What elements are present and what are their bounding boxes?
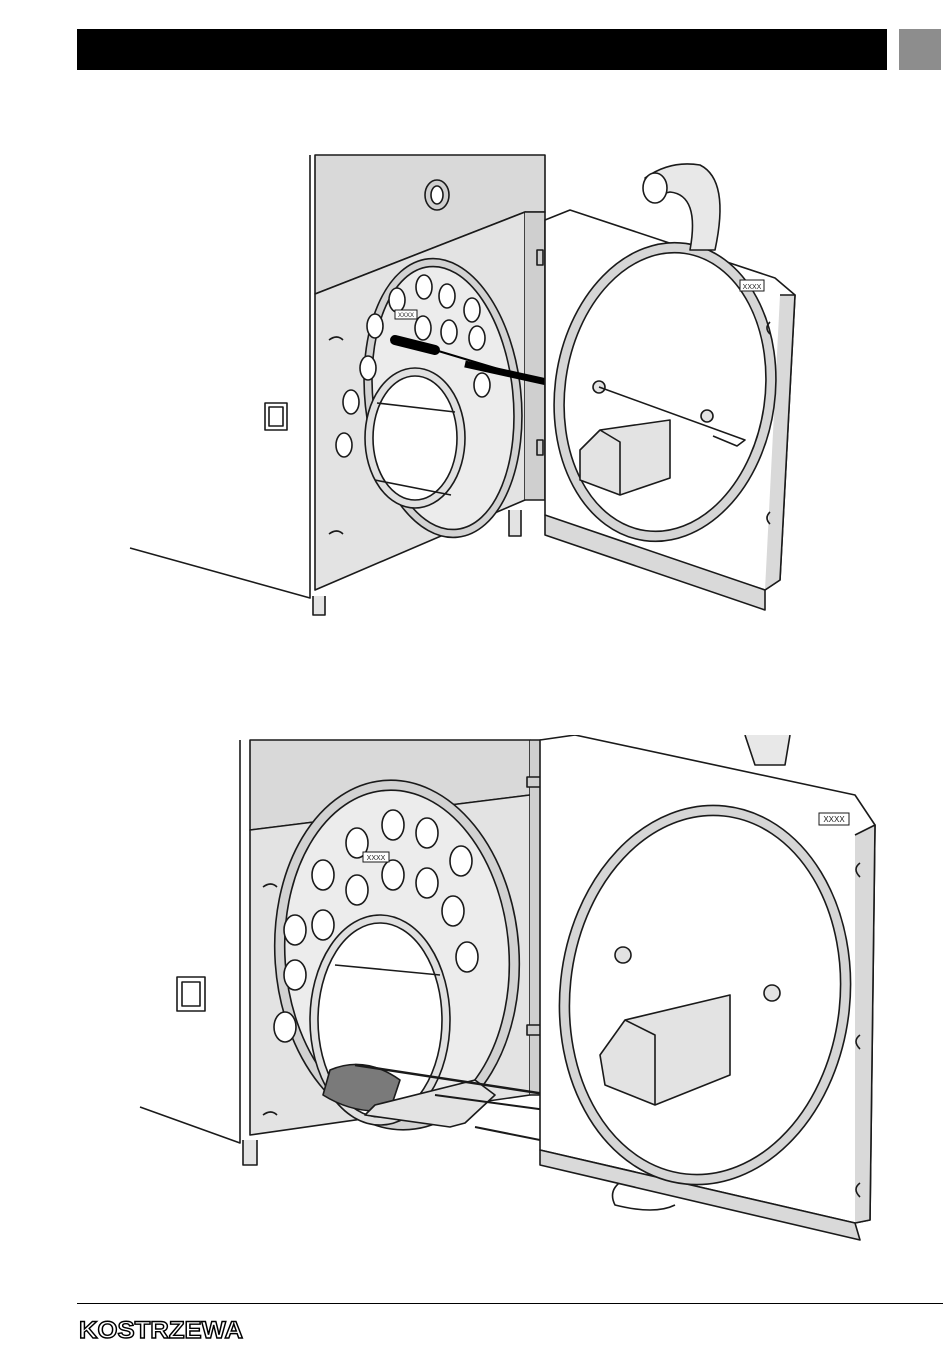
brand-logo: KOSTRZEWA <box>77 1314 247 1344</box>
section-tab <box>899 29 941 70</box>
brand-logo-text: KOSTRZEWA <box>79 1317 243 1344</box>
boiler-plate-label: XXXX <box>398 313 414 319</box>
door-plate-label: XXXX <box>743 284 762 291</box>
boiler-plate-label: XXXX <box>367 855 386 862</box>
figure-boiler-cleaning-rod: XXXX XXXX <box>135 735 885 1283</box>
footer-rule <box>77 1303 943 1304</box>
figure-boiler-door-open-arrow: XXXX XXXX <box>125 150 830 655</box>
door-plate-label: XXXX <box>823 815 845 824</box>
header-bar <box>77 29 887 70</box>
